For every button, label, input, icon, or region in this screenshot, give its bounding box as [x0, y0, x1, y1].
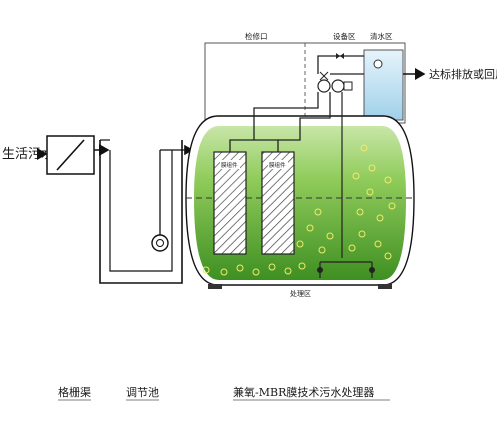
outlet-label: 达标排放或回用: [429, 67, 497, 81]
air-valve-icon: [317, 267, 323, 273]
inlet-label: 生活污水: [2, 147, 54, 162]
valve-icon: [336, 53, 344, 59]
caption-screen-channel: 格栅渠: [58, 385, 91, 399]
screen-channel: [46, 135, 95, 175]
saddle-support-right: [378, 284, 392, 289]
access-port-label: 检修口: [245, 31, 268, 41]
saddle-support-left: [208, 284, 222, 289]
membrane-module-1-label: 膜组件: [221, 161, 238, 169]
membrane-module-2-label: 膜组件: [269, 161, 286, 169]
permeate-piping: [229, 55, 364, 152]
caption-mbr-unit: 兼氧-MBR膜技术污水处理器: [233, 385, 374, 399]
equipment-zone-label: 设备区: [333, 31, 356, 41]
treatment-zone-label: 处理区: [290, 289, 311, 298]
bar-screen: [56, 139, 85, 171]
clean-water-zone-label: 清水区: [370, 31, 393, 41]
caption-equalization-tank: 调节池: [126, 386, 159, 399]
mixed-liquor: [194, 126, 406, 280]
clean-water-tank: [363, 49, 404, 121]
aeration-bubbles: [202, 144, 396, 276]
level-sensor-icon: [373, 59, 383, 69]
air-valve-icon: [369, 267, 375, 273]
lift-pump-icon: [151, 234, 169, 252]
suction-pump-icon: [317, 71, 353, 93]
equalization-tank: [99, 139, 194, 284]
